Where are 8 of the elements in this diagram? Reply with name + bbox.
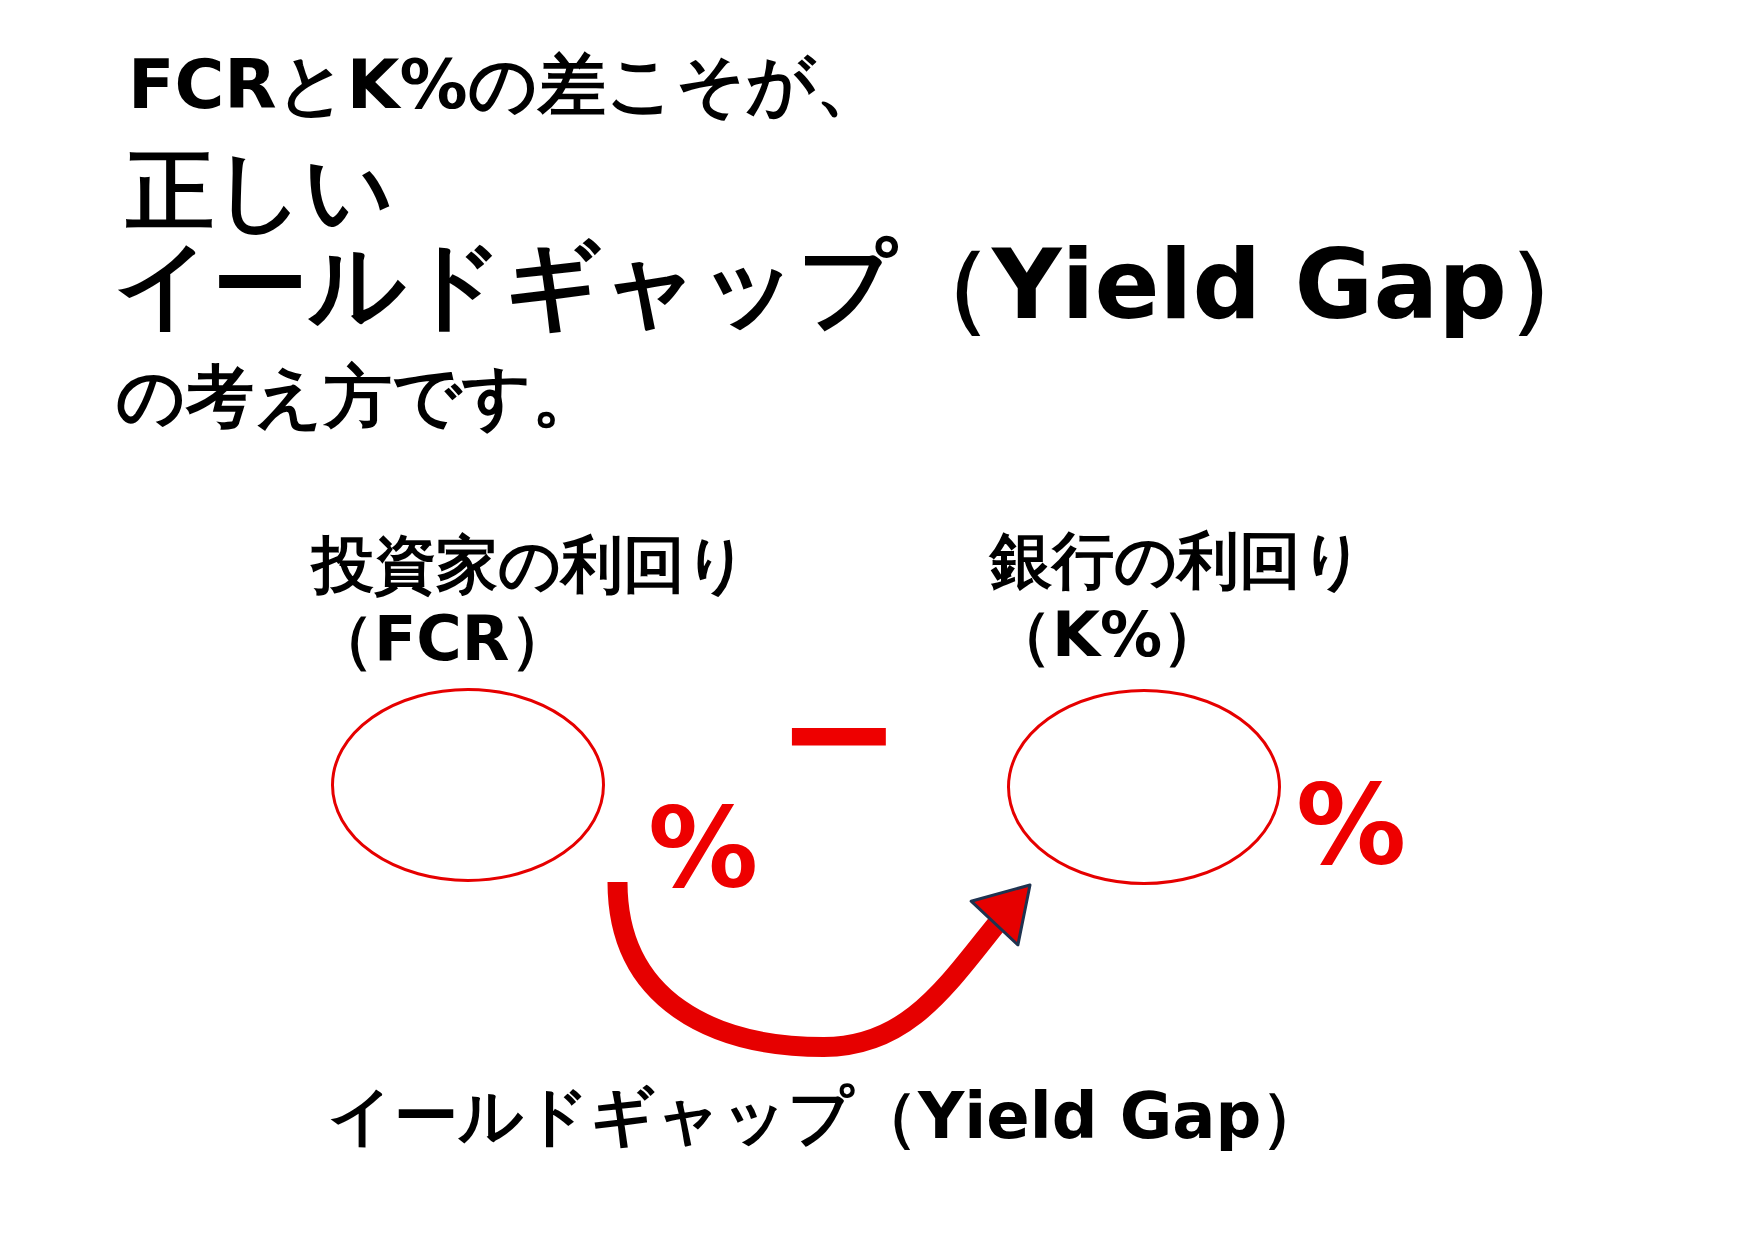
unit-label: % (648, 793, 759, 903)
unit-label: % (1296, 770, 1407, 880)
heading-text: FCRとK%の差こそが、 (128, 46, 884, 125)
node-heading: 銀行の利回り（K%） (990, 524, 1365, 673)
heading-text: の考え方です。 (116, 358, 600, 437)
minus-sign: − (776, 657, 902, 807)
node-heading: 投資家の利回り（FCR） (312, 528, 749, 677)
caption-text: イールドギャップ（Yield Gap） (328, 1080, 1326, 1154)
